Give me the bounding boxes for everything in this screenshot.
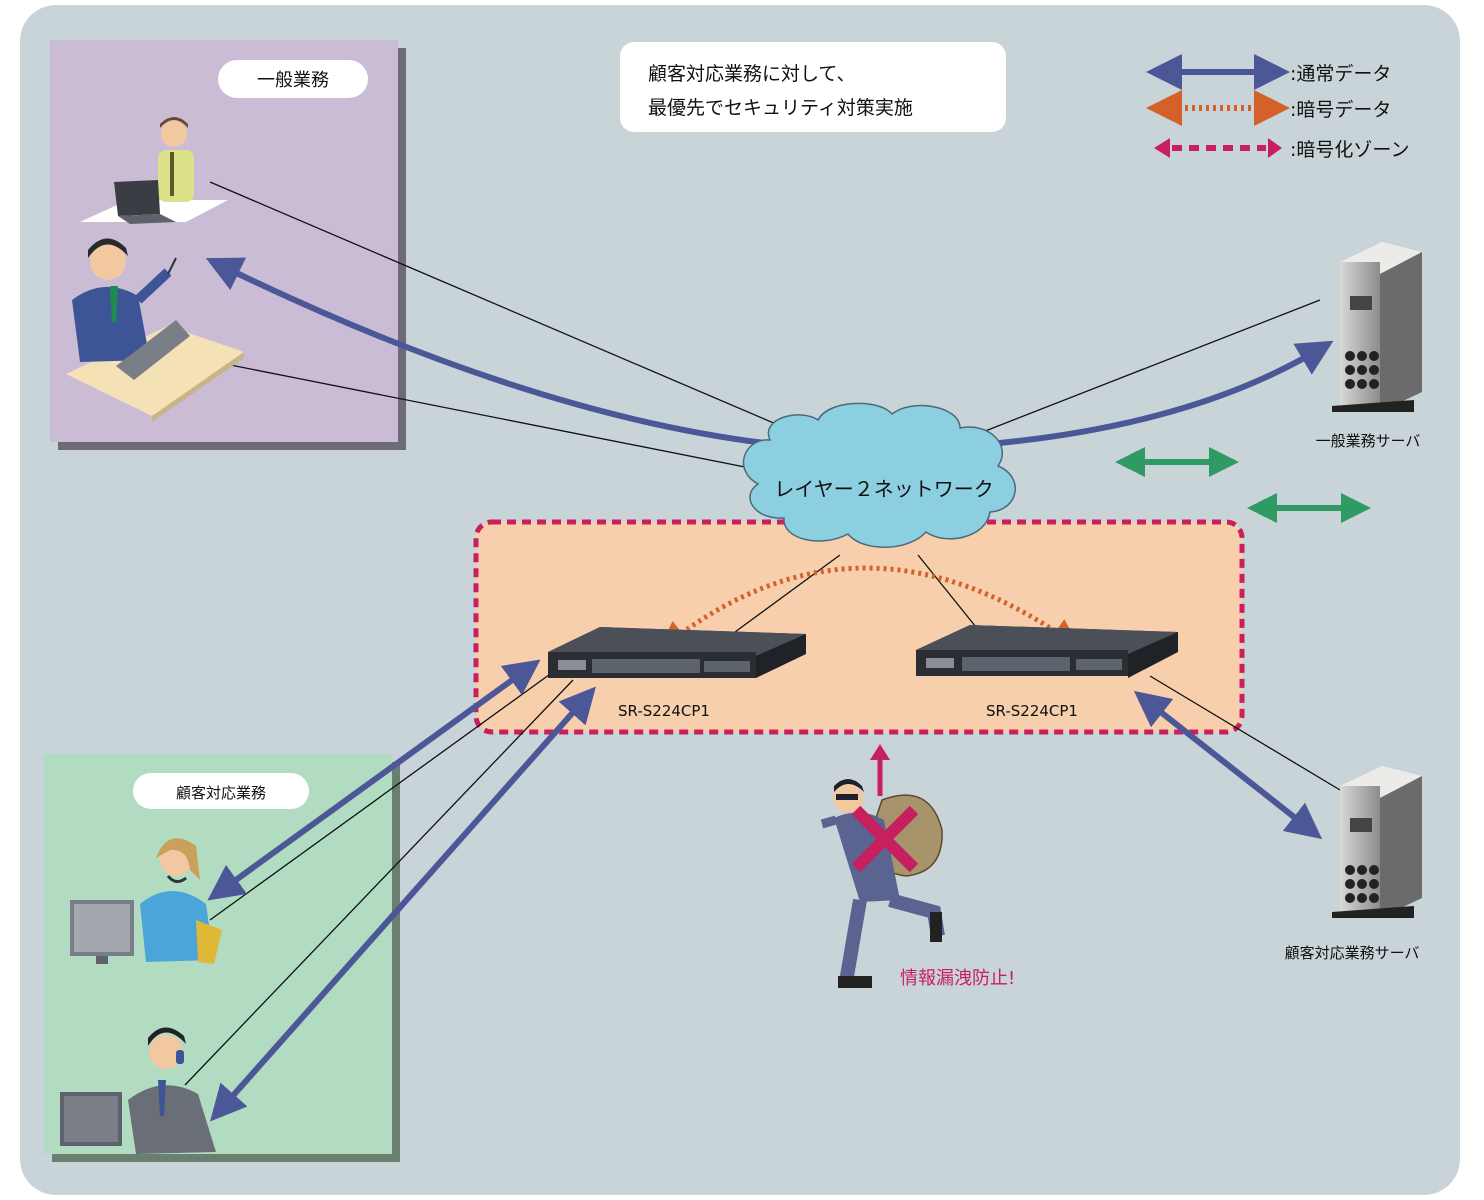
customer-zone-label: 顧客対応業務: [176, 784, 266, 802]
network-cloud-label: レイヤー２ネットワーク: [774, 477, 993, 501]
general-worker-1-icon: [80, 117, 228, 224]
server-customer-panel: [1350, 818, 1372, 832]
general-worker-2-icon: [66, 238, 244, 422]
switch-1: SR-S224CP1: [548, 627, 806, 720]
legend-encryption-zone-label: :暗号化ゾーン: [1290, 139, 1409, 161]
normal-data-arrow-staff2: [210, 686, 596, 1122]
normal-data-arrow-server2: [1133, 690, 1323, 840]
switch-1-label: SR-S224CP1: [618, 702, 710, 720]
customer-staff-2-icon: [60, 1027, 216, 1154]
server-customer-label: 顧客対応業務サーバ: [1285, 944, 1420, 962]
server-customer-vents: [1345, 865, 1379, 903]
switch-2-ports: [962, 657, 1122, 671]
customer-staff-1-icon: [70, 838, 222, 964]
network-cloud: レイヤー２ネットワーク: [742, 402, 1016, 548]
thief-icon: [820, 744, 945, 988]
legend-zone-arrow-left-head: [1154, 138, 1170, 158]
note-line-2: 最優先でセキュリティ対策実施: [648, 97, 913, 119]
legend: :通常データ :暗号データ :暗号化ゾーン: [1146, 54, 1409, 161]
server-general-vents: [1345, 351, 1379, 389]
general-zone-label: 一般業務: [257, 70, 329, 91]
legend-encrypted-data-label: :暗号データ: [1290, 99, 1391, 121]
note-box: [620, 42, 1006, 132]
general-zone-label-pill: [218, 60, 368, 98]
encryption-zone: [476, 522, 1242, 732]
switch-2: SR-S224CP1: [916, 625, 1178, 720]
encrypted-data-arrow: [658, 565, 1081, 652]
legend-normal-data-label: :通常データ: [1290, 63, 1391, 85]
server-customer: 顧客対応業務サーバ: [1285, 766, 1422, 962]
server-general: 一般業務サーバ: [1316, 242, 1422, 450]
switch-2-label: SR-S224CP1: [986, 702, 1078, 720]
legend-zone-arrow-right-head: [1268, 138, 1282, 158]
note-line-1: 顧客対応業務に対して、: [648, 63, 855, 85]
switch-1-ports: [592, 659, 750, 673]
server-general-panel: [1350, 296, 1372, 310]
server-general-label: 一般業務サーバ: [1316, 432, 1421, 450]
thief-caption: 情報漏洩防止!: [900, 968, 1015, 989]
